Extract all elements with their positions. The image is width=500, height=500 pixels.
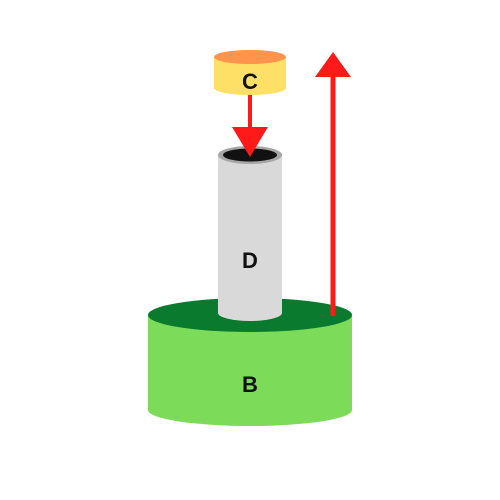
label-c: C: [242, 69, 258, 94]
arrow-up-shaft: [330, 74, 336, 316]
label-b: B: [242, 372, 258, 397]
arrow-down-shaft: [248, 95, 252, 129]
cylinder-c-top: [214, 50, 286, 64]
cylinder-b-side: [148, 315, 352, 426]
cylinder-d-side: [218, 155, 282, 321]
cylinder-d: D: [218, 146, 282, 321]
cylinder-c: C: [214, 50, 286, 95]
label-d: D: [242, 248, 258, 273]
cylinder-c-side: [214, 57, 286, 95]
arrow-down: [232, 95, 268, 157]
arrow-down-head: [232, 127, 268, 157]
arrow-up: [315, 52, 351, 316]
arrow-up-head: [315, 52, 351, 77]
